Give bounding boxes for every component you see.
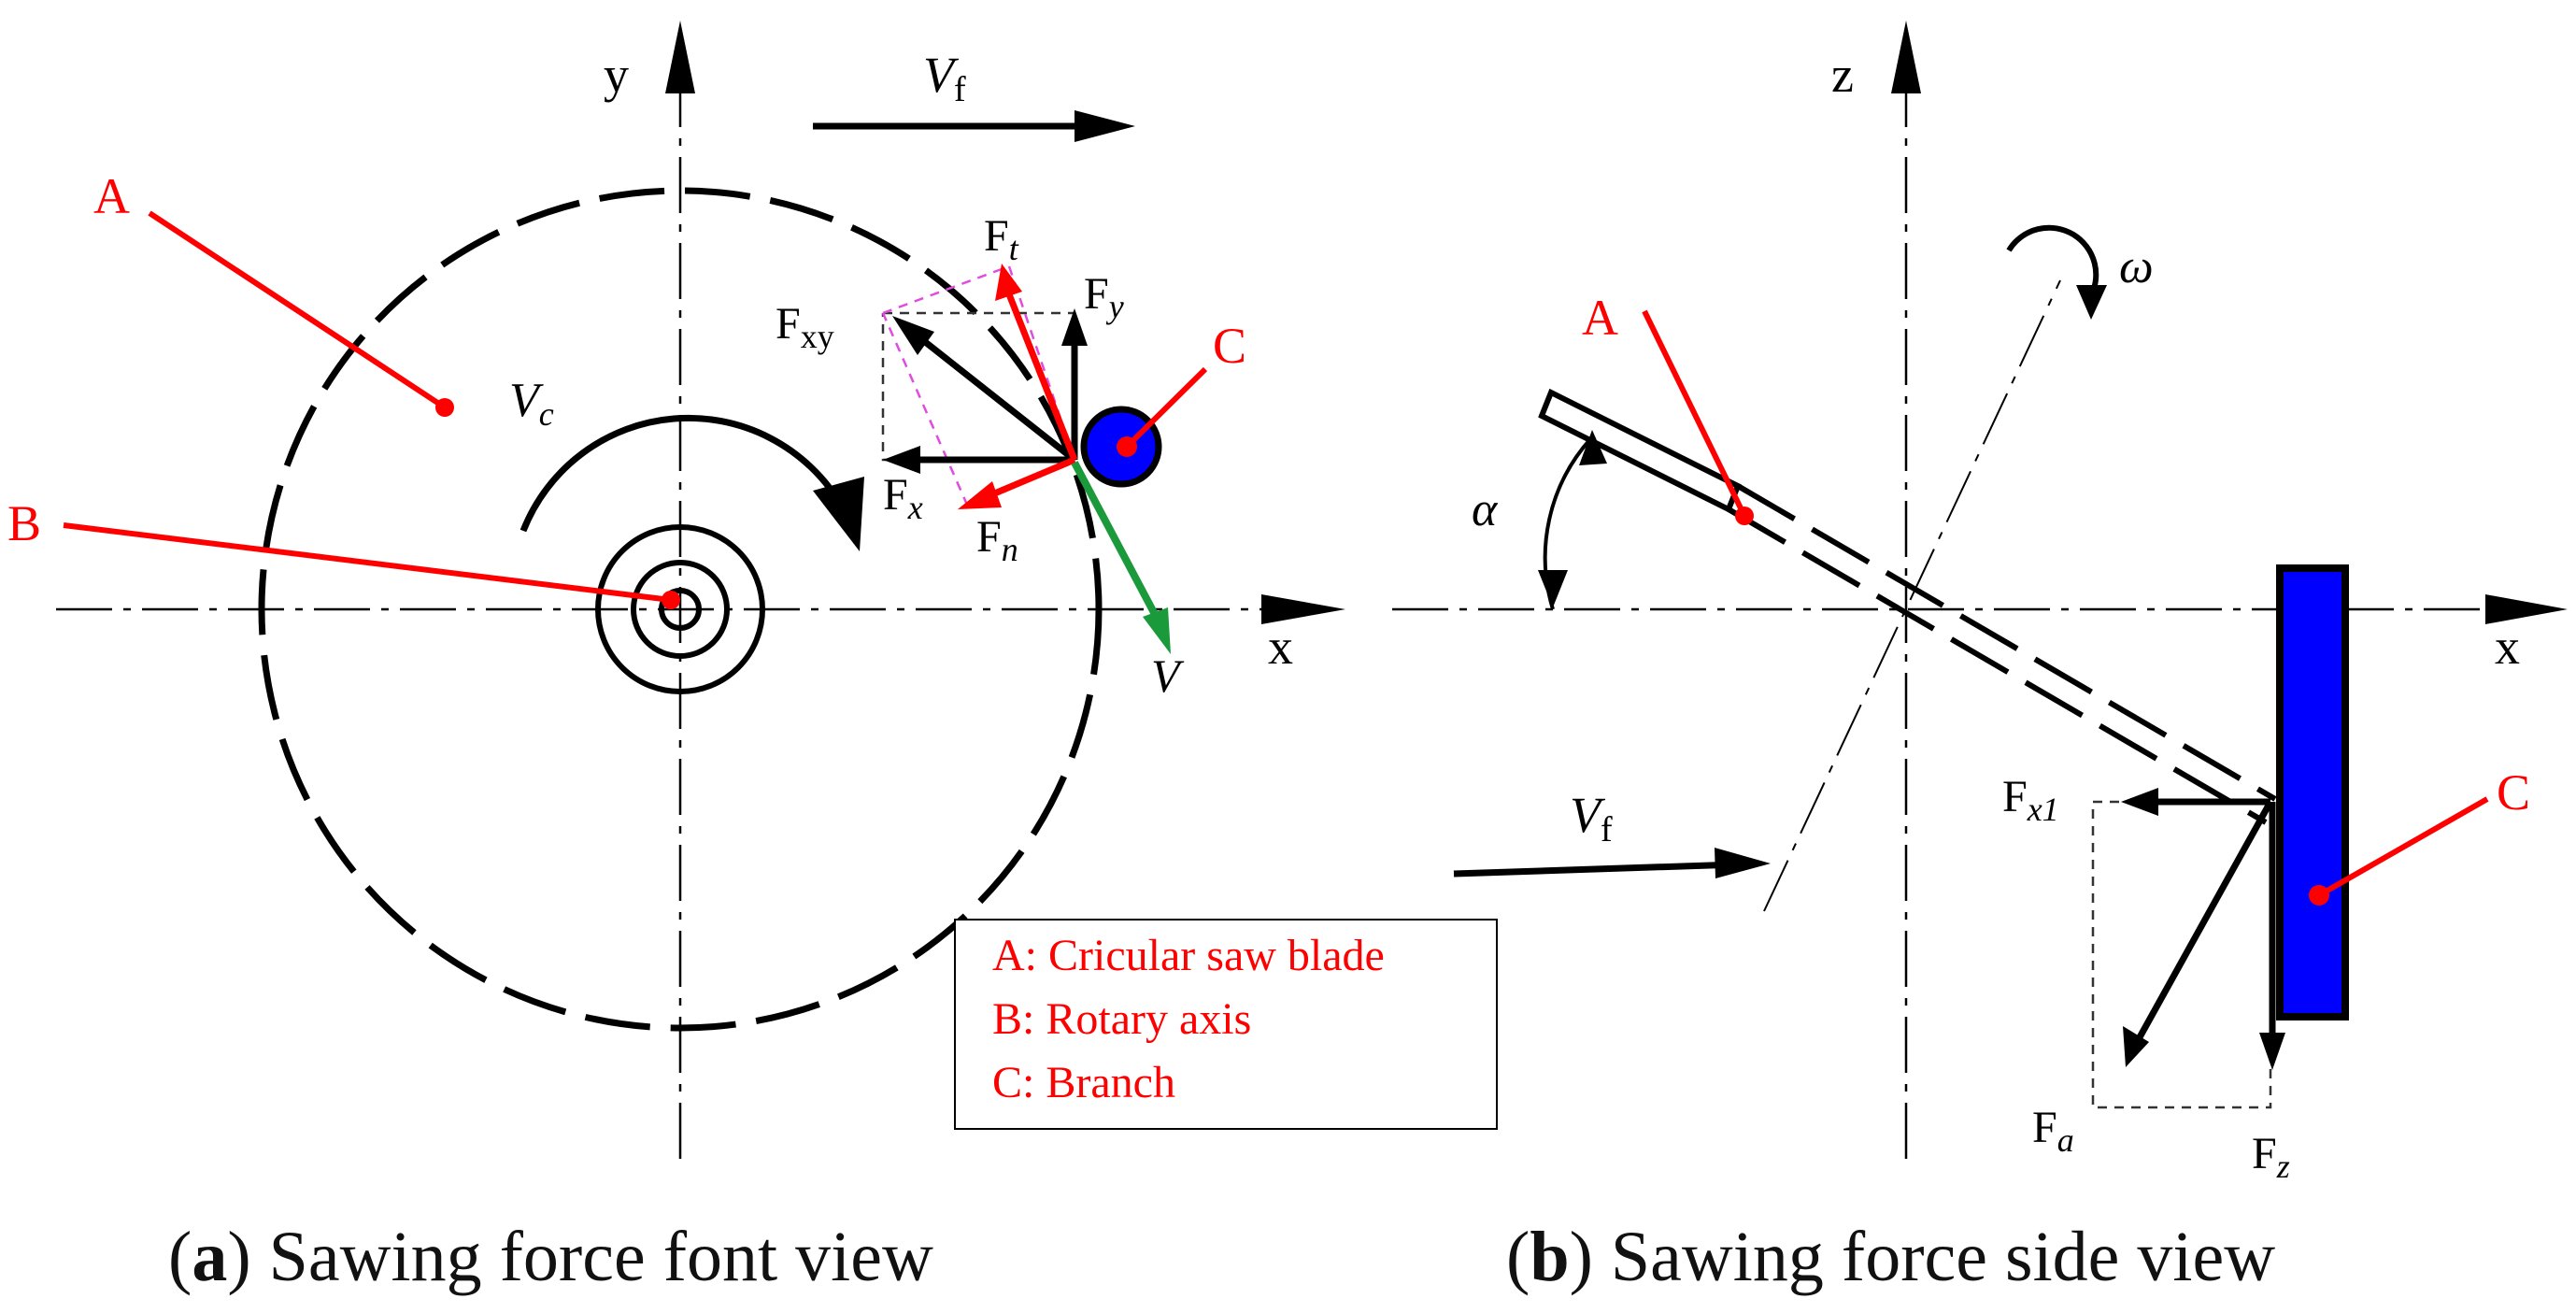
front-label-c: C <box>1213 318 1246 374</box>
side-x-label: x <box>2495 619 2520 675</box>
legend-item-c: C: Branch <box>992 1058 1175 1107</box>
force-x-arrowhead <box>883 446 920 474</box>
force-x1-label: Fx1 <box>2002 772 2059 828</box>
legend-item-a: A: Cricular saw blade <box>992 931 1385 980</box>
blade-rotation-axis <box>1763 279 2061 912</box>
force-y-label: Fy <box>1084 269 1124 325</box>
force-a-arrowhead <box>2123 1026 2149 1067</box>
force-x-label: Fx <box>883 470 923 526</box>
side-feed-arrow <box>1453 861 1739 878</box>
side-x-axis-arrowhead <box>2485 594 2568 624</box>
leader-b-dot <box>662 591 680 609</box>
force-z-arrowhead <box>2259 1033 2285 1070</box>
front-view: y x Vf Vc A B C Ft Fy Fxy Fx Fn V A: Cri… <box>7 21 1498 1296</box>
force-a-vector <box>2136 800 2274 1039</box>
front-feed-label: Vf <box>923 47 966 109</box>
alpha-arrowhead-top <box>1579 430 1607 465</box>
blade-side <box>1538 388 2277 825</box>
force-y-arrowhead <box>1061 308 1088 346</box>
force-a-label: Fa <box>2032 1103 2074 1159</box>
velocity-arrowhead <box>1143 607 1171 654</box>
rotation-arrow <box>519 414 845 533</box>
front-y-label: y <box>604 47 629 103</box>
side-feed-arrowhead <box>1715 848 1771 878</box>
rotation-arrowhead <box>813 477 864 551</box>
force-n-vector <box>984 456 1076 501</box>
omega-label: ω <box>2119 240 2154 293</box>
leader-a-dot <box>435 398 454 417</box>
velocity-vector <box>1071 461 1162 623</box>
legend-box: A: Cricular saw blade B: Rotary axis C: … <box>954 919 1498 1130</box>
leader-c-dot <box>1117 436 1137 457</box>
front-y-axis-arrowhead <box>665 21 695 93</box>
leader-c <box>1124 366 1208 450</box>
caption-b: (b) Sawing force side view <box>1506 1218 2275 1296</box>
alpha-label: α <box>1472 483 1499 536</box>
side-leader-c <box>2317 796 2489 898</box>
omega-arrow <box>2006 224 2099 301</box>
rotary-axis-mid <box>631 560 730 659</box>
force-n-arrowhead <box>958 481 1002 509</box>
force-n-label: Fn <box>976 512 1018 568</box>
force-t-vector <box>1005 293 1078 462</box>
side-leader-a <box>1642 309 1747 518</box>
force-x1-arrowhead <box>2121 788 2158 816</box>
force-t-arrowhead <box>995 264 1022 301</box>
front-feed-arrowhead <box>1075 110 1135 142</box>
side-feed-label: Vf <box>1570 787 1613 849</box>
front-x-axis-arrowhead <box>1261 594 1345 624</box>
side-label-a: A <box>1582 290 1618 346</box>
caption-a: (a) Sawing force font view <box>168 1218 933 1296</box>
front-x-label: x <box>1268 619 1293 675</box>
force-z-label: Fz <box>2252 1129 2290 1185</box>
cut-speed-label: Vc <box>509 374 554 433</box>
rotary-axis-inner <box>659 588 702 631</box>
saw-blade-circle <box>258 187 1103 1032</box>
front-label-b: B <box>7 495 41 551</box>
side-z-label: z <box>1831 47 1854 103</box>
front-label-a: A <box>93 168 130 224</box>
force-xy-vector <box>904 324 1077 463</box>
force-t-label: Ft <box>984 211 1019 267</box>
force-xy-arrowhead <box>892 316 934 355</box>
side-label-c: C <box>2497 764 2530 821</box>
legend-item-b: B: Rotary axis <box>992 994 1251 1044</box>
omega-arrowhead <box>2076 285 2107 320</box>
force-xy-label: Fxy <box>776 299 834 355</box>
alpha-arrowhead-bottom <box>1538 570 1568 607</box>
rotary-axis-outer <box>595 524 765 694</box>
side-leader-a-dot <box>1735 507 1754 525</box>
leader-b <box>63 522 672 603</box>
side-leader-c-dot <box>2309 885 2329 906</box>
side-z-axis-arrowhead <box>1891 21 1921 93</box>
leader-a <box>148 210 447 410</box>
velocity-label: V <box>1151 649 1185 702</box>
side-view: z x ω α Vf A C Fx1 Fa Fz (b) Sawing forc… <box>1392 21 2568 1296</box>
branch-rect <box>2276 564 2349 1020</box>
